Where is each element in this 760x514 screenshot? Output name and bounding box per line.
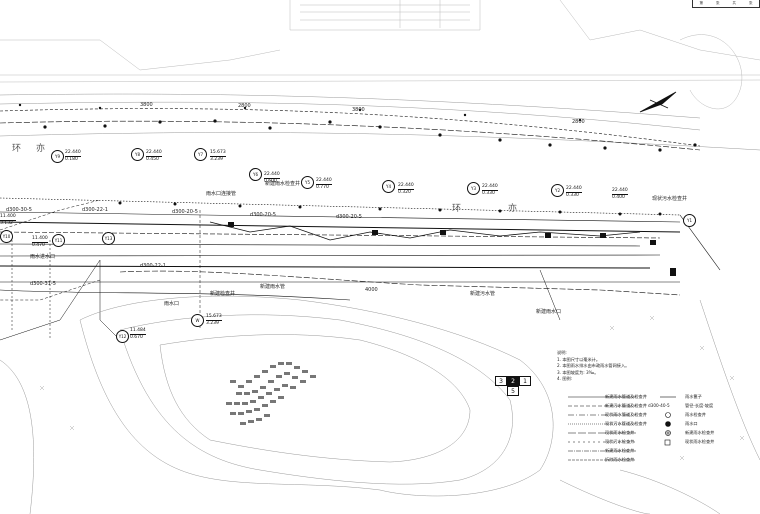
drawing-notes: 说明: 1. 本图尺寸以毫米计。 2. 本图雨水排水由市政雨水管网接入。 3. … <box>557 350 629 383</box>
legend-label: 雨水口 <box>685 421 698 426</box>
callout-label: 新建雨水管 <box>260 284 286 290</box>
title-cell: 第 <box>699 1 704 5</box>
dimension-label: 3800 <box>352 107 365 113</box>
upper-pipe <box>0 108 701 151</box>
manhole-node: W <box>191 314 204 327</box>
note-line: 3. 本图坡度为: 3‰。 <box>557 369 599 375</box>
road-label: 环 <box>12 144 22 154</box>
legend-label: 雨水检查井 <box>685 412 706 417</box>
pipe-label: d300-22-1 <box>82 207 108 213</box>
legend-label: 现状雨水管道及检查井 <box>605 412 647 417</box>
note-line: 2. 本图雨水排水由市政雨水管网接入。 <box>557 363 630 368</box>
road-label: 环 <box>452 204 462 214</box>
road-label: 亦 <box>36 144 46 154</box>
building-cluster <box>226 362 316 425</box>
road-label: 亦 <box>508 204 518 214</box>
inlet-blocks <box>228 222 676 276</box>
manhole-node: Y8 <box>131 148 144 161</box>
title-cell: 张 <box>749 1 753 5</box>
title-cell: 共 <box>732 1 737 5</box>
manhole-node: Y3 <box>467 182 480 195</box>
callout-label: 新建污水管 <box>470 291 496 297</box>
callout-label: 现状污水检查井 <box>652 196 688 202</box>
note-line: 4. 图例: <box>557 376 573 381</box>
legend-lines <box>568 396 636 461</box>
legend-code: d300-40-5 <box>648 403 670 408</box>
corridor-manholes <box>118 201 662 216</box>
tree-symbols <box>39 315 745 461</box>
left-branches <box>0 199 561 341</box>
callout-label: 新建检查井 <box>210 291 236 297</box>
callout-label: 雨水口 <box>164 301 180 307</box>
dimension-label: 4000 <box>365 287 378 293</box>
note-line: 1. 本图尺寸以毫米计。 <box>557 356 601 362</box>
legend-label: 雨水篦子 <box>685 394 702 399</box>
pipe-label: d300-20-5 <box>250 212 276 218</box>
legend-label: 现状污水管道及检查井 <box>605 421 647 426</box>
key-box: 2 <box>507 376 519 386</box>
manhole-node: Y9 <box>51 150 64 163</box>
manhole-node: Y2 <box>551 184 564 197</box>
legend-symbols <box>660 396 676 446</box>
manhole-node: Y10 <box>0 230 13 243</box>
pipe-label: d300-20-5 <box>336 214 362 220</box>
manhole-node: Y11 <box>52 234 65 247</box>
dimension-label: 2800 <box>572 119 585 125</box>
dimension-label: 2800 <box>238 103 251 109</box>
manhole-node: Y4 <box>382 180 395 193</box>
zigzag-pipe <box>209 221 641 241</box>
pipe-label: d300-20-5 <box>172 209 198 215</box>
sheet-key: 3 2 1 5 <box>495 376 539 402</box>
legend-label: 新建雨水检查井 <box>685 430 715 435</box>
legend-label: 拆除雨水检查井 <box>605 457 635 462</box>
manhole-node: Y7 <box>194 148 207 161</box>
notes-heading: 说明: <box>557 350 567 355</box>
manhole-node: Y1 <box>683 214 696 227</box>
key-box: 3 <box>495 376 507 386</box>
manhole-node: Y12 <box>116 330 129 343</box>
pipe-label: d300-30-5 <box>6 207 32 213</box>
north-arrow-icon <box>639 91 677 113</box>
background-buildings <box>0 0 760 109</box>
road-edges <box>0 93 760 151</box>
callout-label: 雨水口连接管 <box>206 191 237 197</box>
upper-manholes <box>18 103 697 152</box>
callout-label: 新建雨水检查井 <box>265 181 301 187</box>
callout-label: 新建雨水口 <box>536 309 562 315</box>
legend-label: 现状雨水检查井 <box>685 439 715 444</box>
terrain-contours <box>0 295 760 514</box>
legend-label: 现状污水检查井 <box>605 439 635 444</box>
manhole-node: Y13 <box>102 232 115 245</box>
manhole-node: Y6 <box>249 168 262 181</box>
title-cell: 张 <box>716 1 720 5</box>
key-box: 5 <box>507 386 519 396</box>
legend-label: 新建污水管道及检查井 <box>605 403 647 408</box>
legend-label: 新建雨水检查井 <box>605 448 635 453</box>
callout-label: 雨水进水口 <box>30 254 56 260</box>
legend-label: 新建雨水管道及检查井 <box>605 394 647 399</box>
pipe-label: d300-31-5 <box>30 281 56 287</box>
legend-label: 管径-长度-坡度 <box>685 403 714 408</box>
pipe-label: d300-22-1 <box>140 263 166 269</box>
key-box: 1 <box>519 376 531 386</box>
manhole-node: Y5 <box>301 176 314 189</box>
dimension-label: 3800 <box>140 102 153 108</box>
legend-label: 现状雨水检查井 <box>605 430 635 435</box>
